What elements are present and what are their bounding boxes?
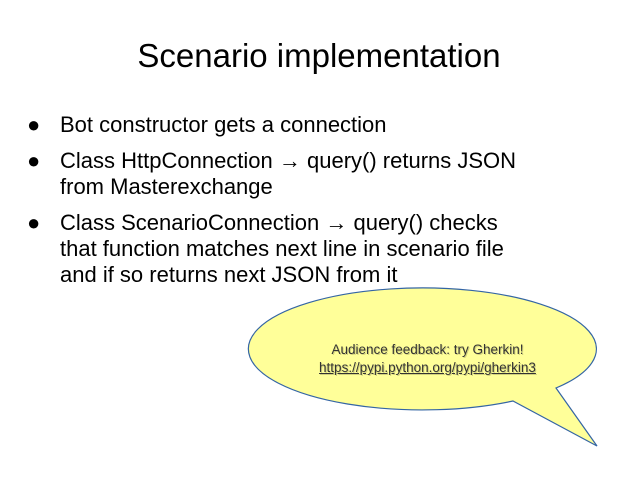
slide-title: Scenario implementation bbox=[137, 37, 501, 74]
bullet-text-line: from Masterexchange bbox=[60, 174, 273, 199]
bullet-text-line: Bot constructor gets a connection bbox=[60, 112, 387, 137]
gherkin-link[interactable]: https://pypi.python.org/pypi/gherkin3 bbox=[319, 360, 536, 375]
bullet-dot-icon: ● bbox=[27, 210, 41, 235]
bullet-dot-icon: ● bbox=[27, 112, 41, 137]
callout-text: Audience feedback: try Gherkin! https://… bbox=[300, 341, 555, 377]
bullet-dot-icon: ● bbox=[27, 148, 41, 173]
bullet-text-line: that function matches next line in scena… bbox=[60, 236, 504, 261]
bullet-item: ● Class HttpConnection → query() returns… bbox=[26, 148, 626, 200]
bullet-text-line: Class HttpConnection → query() returns J… bbox=[60, 148, 517, 173]
callout-feedback-text: Audience feedback: try Gherkin! bbox=[331, 342, 524, 357]
bullet-text-line: Class ScenarioConnection → query() check… bbox=[60, 210, 498, 235]
bullet-list: ● Bot constructor gets a connection ● Cl… bbox=[26, 112, 626, 298]
bullet-text-line: and if so returns next JSON from it bbox=[60, 262, 398, 287]
bullet-item: ● Class ScenarioConnection → query() che… bbox=[26, 210, 626, 288]
speech-bubble-shape bbox=[247, 287, 598, 447]
bullet-item: ● Bot constructor gets a connection bbox=[26, 112, 626, 138]
